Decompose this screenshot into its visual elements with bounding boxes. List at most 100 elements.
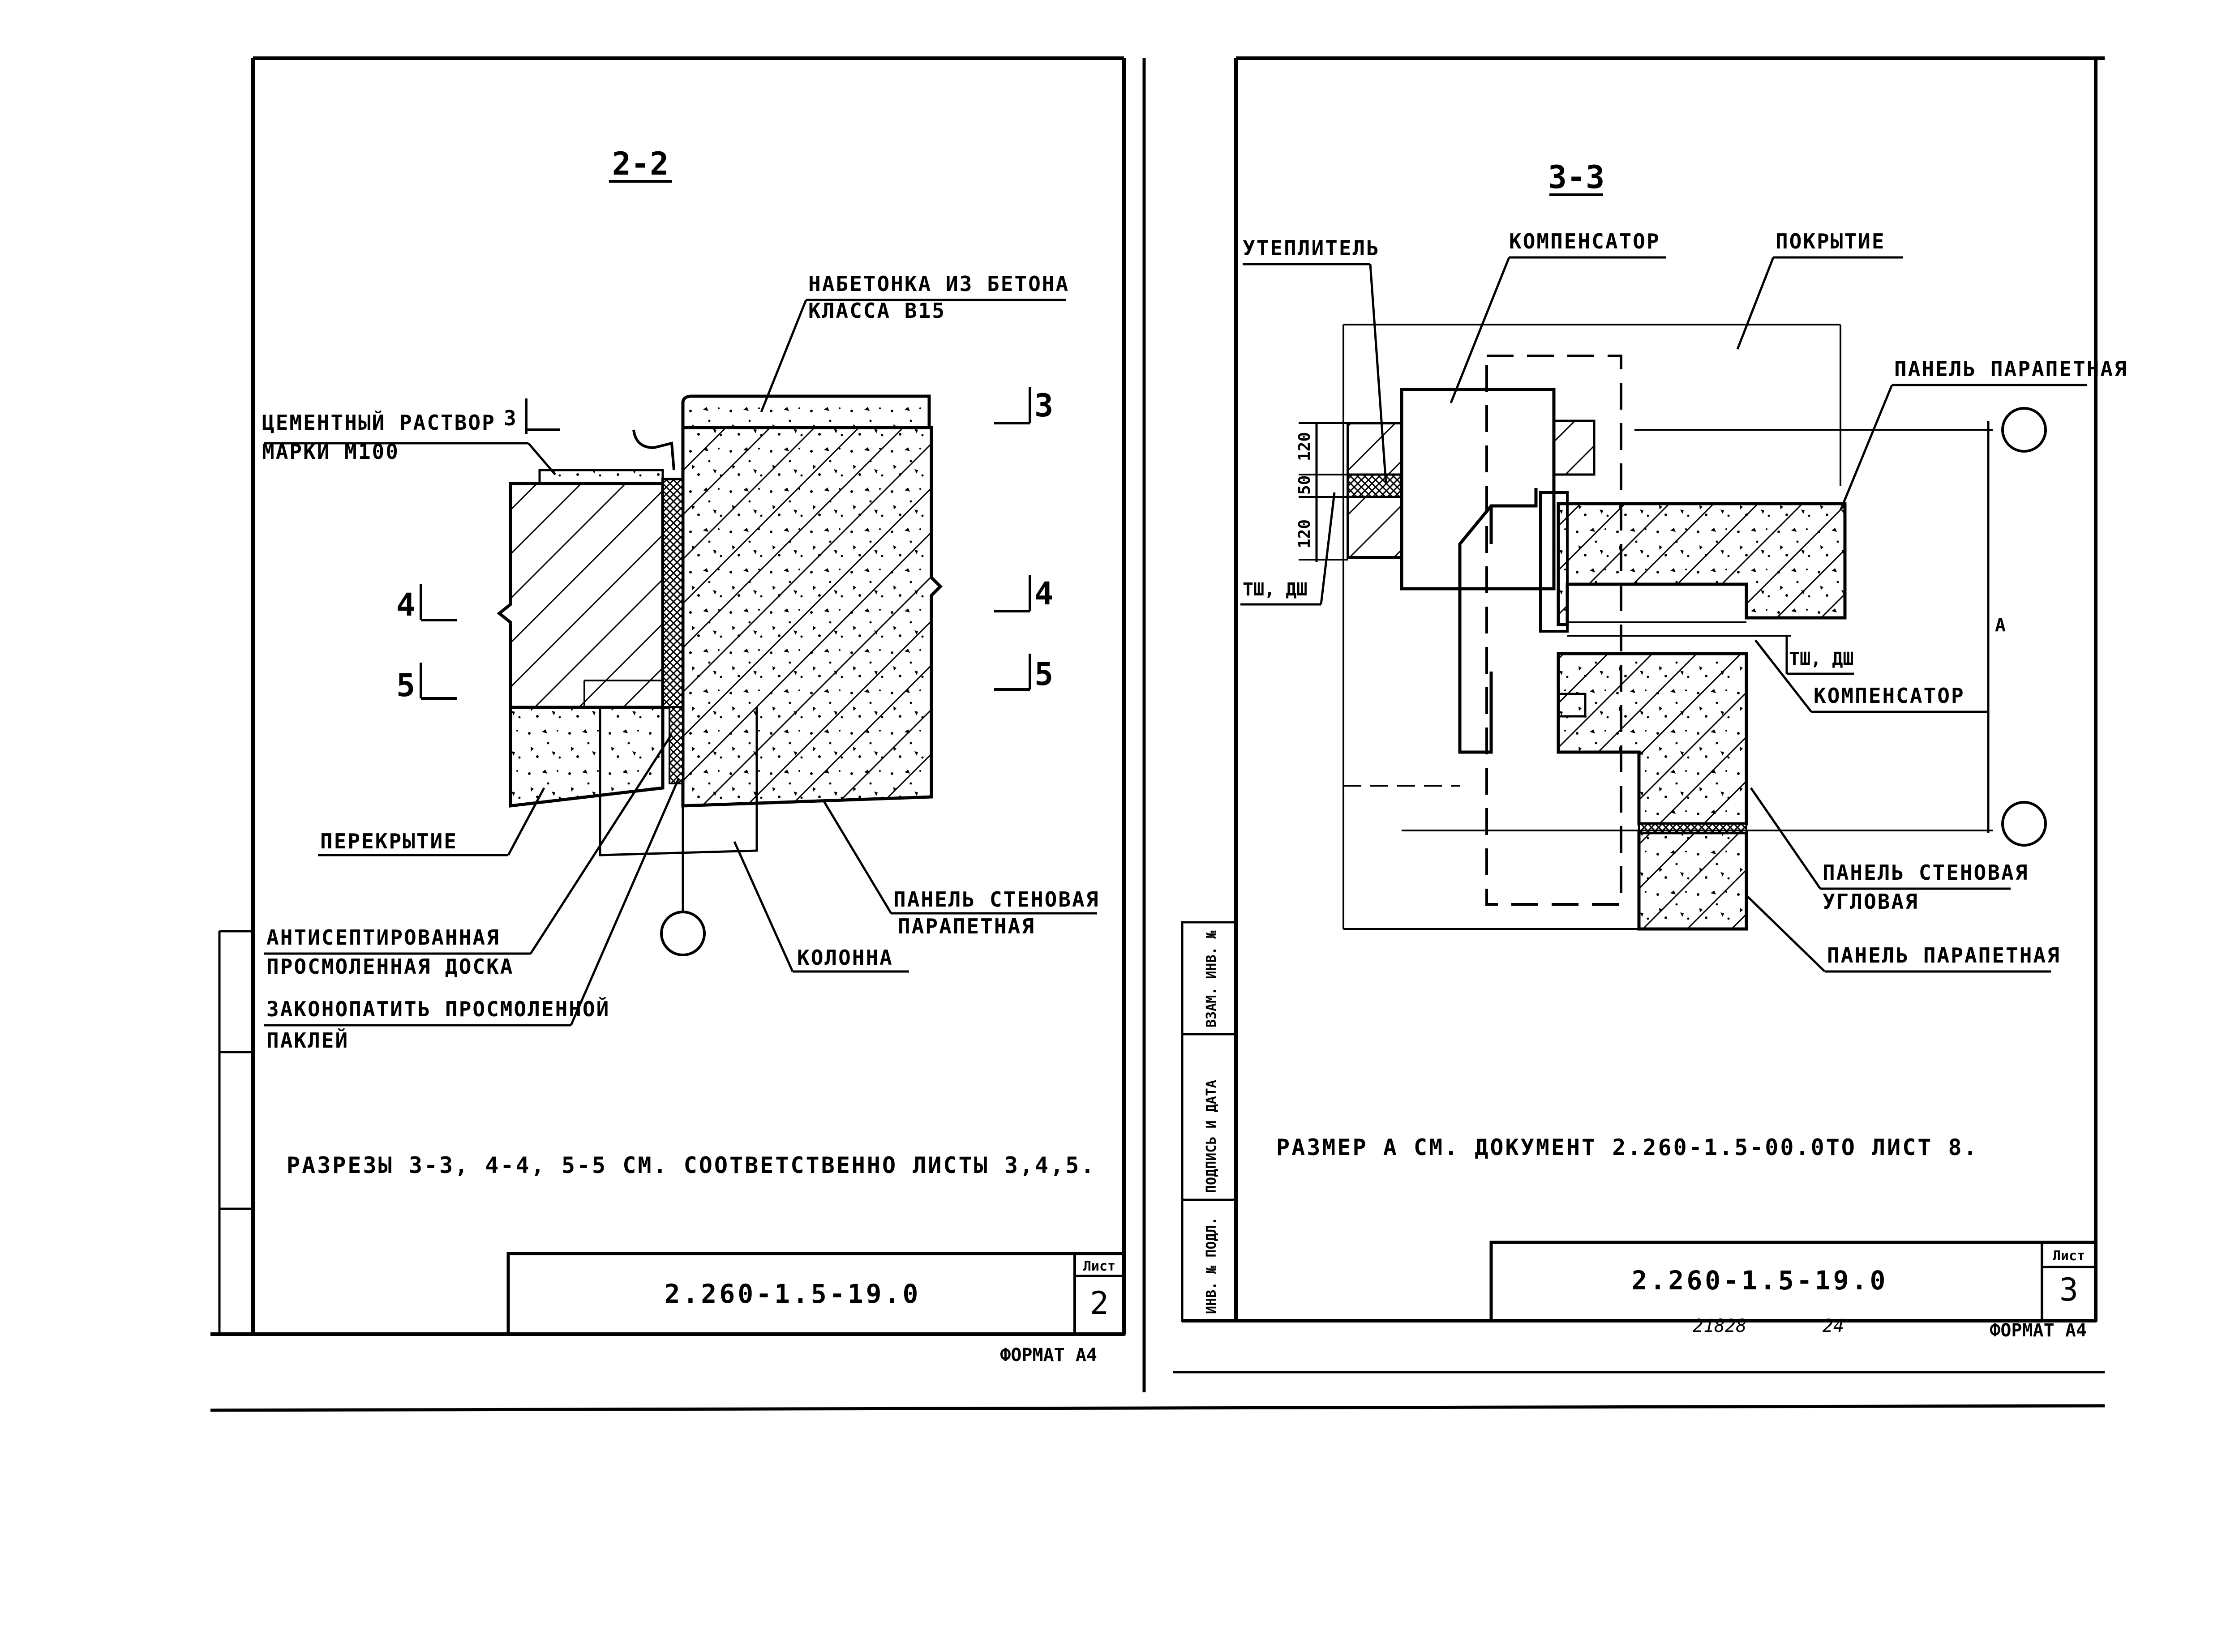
right-doc-code: 2.260-1.5-19.0 bbox=[1632, 1265, 1888, 1296]
leader-antisept bbox=[529, 733, 673, 954]
leader-kompensator-mid bbox=[1754, 639, 1812, 713]
dimension-120-top: 120 bbox=[1295, 432, 1314, 461]
label-cement-1: ЦЕМЕНТНЫЙ РАСТВОР bbox=[262, 411, 496, 435]
svg-text:3: 3 bbox=[1034, 387, 1053, 424]
leader-kompensator-top bbox=[1450, 257, 1510, 403]
svg-text:4: 4 bbox=[1034, 575, 1053, 612]
leader-pokrytie bbox=[1736, 257, 1775, 350]
left-sheet: 2-2 3 3 bbox=[210, 56, 1126, 1365]
left-sheet-number: 2 bbox=[1090, 1285, 1109, 1322]
pokrytie-outline bbox=[1343, 324, 1841, 486]
stamp-label-inv: ИНВ. № ПОДЛ. bbox=[1204, 1217, 1219, 1314]
left-title-block bbox=[506, 1252, 1126, 1336]
stamp-label-vzam: ВЗАМ. ИНВ. № bbox=[1204, 930, 1219, 1027]
label-kompensator-top: КОМПЕНСАТОР bbox=[1509, 229, 1660, 253]
leader-nabetonka bbox=[760, 300, 807, 412]
cut-mark-3-left: 3 bbox=[504, 398, 560, 434]
cut-mark-4-left: 4 bbox=[396, 584, 457, 623]
leader-cement bbox=[528, 442, 556, 475]
label-panel-uglovaya-2: УГЛОВАЯ bbox=[1823, 890, 1919, 914]
axis-marker-bottom bbox=[2001, 801, 2047, 847]
flashing-strip bbox=[632, 429, 675, 471]
label-panel-1: ПАНЕЛЬ СТЕНОВАЯ bbox=[893, 887, 1099, 912]
parapet-panel-bottom-concrete bbox=[1639, 833, 1746, 929]
leader-zakonopatit bbox=[570, 779, 680, 1026]
wall-block-left bbox=[497, 482, 665, 709]
label-kompensator-mid: КОМПЕНСАТОР bbox=[1814, 684, 1965, 708]
svg-text:5: 5 bbox=[396, 667, 415, 704]
label-perekrytie: ПЕРЕКРЫТИЕ bbox=[320, 829, 458, 853]
leader-panel-parapet-bottom bbox=[1746, 894, 1826, 972]
label-cement-2: МАРКИ М100 bbox=[262, 440, 399, 464]
bottom-number-1: 21828 bbox=[1693, 1316, 1746, 1336]
right-sheet-label: Лист bbox=[2053, 1248, 2085, 1264]
leader-panel-parapet-top bbox=[1839, 385, 1893, 511]
right-title-block bbox=[1489, 1241, 2097, 1322]
insulation-strip bbox=[1347, 473, 1403, 498]
concrete-topping bbox=[681, 394, 931, 429]
right-stamp-column bbox=[1181, 921, 1237, 1322]
leader-panel-uglovaya bbox=[1750, 787, 1822, 890]
leader-panel bbox=[823, 800, 892, 914]
stamp-label-signature: ПОДПИСЬ И ДАТА bbox=[1204, 1080, 1219, 1193]
resin-board bbox=[661, 478, 684, 709]
label-antisept-2: ПРОСМОЛЕННАЯ ДОСКА bbox=[266, 954, 514, 979]
axis-marker-top bbox=[2001, 407, 2047, 453]
anchor-small bbox=[1557, 693, 1587, 718]
parapet-panel-concrete bbox=[683, 428, 931, 806]
cut-mark-4-right: 4 bbox=[994, 575, 1053, 612]
floor-slab bbox=[509, 706, 665, 808]
label-pokrytie: ПОКРЫТИЕ bbox=[1776, 229, 1886, 253]
left-note: РАЗРЕЗЫ 3-3, 4-4, 5-5 СМ. СООТВЕТСТВЕННО… bbox=[287, 1152, 1096, 1178]
right-sheet-number: 3 bbox=[2059, 1271, 2078, 1308]
parapet-panel-top-concrete bbox=[1558, 504, 1845, 625]
bottom-number-2: 24 bbox=[1823, 1316, 1844, 1336]
cut-mark-3-right: 3 bbox=[994, 387, 1053, 424]
left-doc-code: 2.260-1.5-19.0 bbox=[665, 1279, 921, 1309]
leader-tsh-left bbox=[1320, 492, 1336, 605]
dimension-120-bottom: 120 bbox=[1295, 519, 1314, 548]
svg-text:3: 3 bbox=[504, 406, 518, 430]
label-panel-parapet-bottom: ПАНЕЛЬ ПАРАПЕТНАЯ bbox=[1827, 943, 2061, 967]
leader-perekrytie bbox=[507, 787, 545, 856]
right-sheet: ИНВ. № ПОДЛ. ПОДПИСЬ И ДАТА ВЗАМ. ИНВ. №… bbox=[1181, 56, 2128, 1341]
label-kolonna: КОЛОННА bbox=[797, 946, 893, 970]
bottom-rule bbox=[210, 1404, 2105, 1412]
label-zakonopatit-1: ЗАКОНОПАТИТЬ ПРОСМОЛЕННОЙ bbox=[266, 997, 610, 1021]
label-nabetonka-2: КЛАССА В15 bbox=[808, 299, 946, 323]
compensator-block bbox=[1400, 388, 1556, 591]
cut-mark-5-left: 5 bbox=[396, 663, 457, 704]
corner-wall-panel-concrete bbox=[1558, 654, 1746, 824]
caulked-gap bbox=[669, 706, 684, 784]
dimension-50: 50 bbox=[1295, 475, 1314, 495]
dimension-a-label: А bbox=[1995, 615, 2006, 636]
column-outline bbox=[599, 707, 758, 856]
left-format: ФОРМАТ А4 bbox=[1000, 1345, 1097, 1365]
column-outline bbox=[583, 680, 663, 707]
right-format: ФОРМАТ А4 bbox=[1990, 1320, 2087, 1341]
svg-text:5: 5 bbox=[1034, 656, 1053, 693]
label-zakonopatit-2: ПАКЛЕЙ bbox=[266, 1028, 349, 1053]
label-antisept-1: АНТИСЕПТИРОВАННАЯ bbox=[266, 925, 500, 950]
label-panel-2: ПАРАПЕТНАЯ bbox=[898, 914, 1035, 938]
leader-uteplitel bbox=[1369, 264, 1387, 484]
leader-kolonna bbox=[733, 841, 794, 972]
right-note: РАЗМЕР А СМ. ДОКУМЕНТ 2.260-1.5-00.0ТО Л… bbox=[1276, 1134, 1979, 1160]
label-panel-uglovaya-1: ПАНЕЛЬ СТЕНОВАЯ bbox=[1823, 860, 2029, 885]
label-nabetonka-1: НАБЕТОНКА ИЗ БЕТОНА bbox=[808, 272, 1069, 296]
label-tsh-dsh-left: ТШ, ДШ bbox=[1243, 579, 1308, 600]
right-section-title: 3-3 bbox=[1548, 159, 1604, 196]
anchor-small bbox=[1553, 419, 1596, 476]
svg-text:4: 4 bbox=[396, 586, 415, 623]
compensator-profile bbox=[1458, 589, 1493, 754]
cut-mark-5-right: 5 bbox=[994, 654, 1053, 693]
cement-mortar-layer bbox=[538, 469, 664, 485]
left-section-title: 2-2 bbox=[612, 146, 669, 182]
label-panel-parapet-top: ПАНЕЛЬ ПАРАПЕТНАЯ bbox=[1894, 357, 2128, 381]
compensator-profile bbox=[1402, 488, 1538, 591]
left-sheet-label: Лист bbox=[1083, 1258, 1115, 1274]
label-tsh-dsh-right: ТШ, ДШ bbox=[1789, 649, 1854, 669]
label-uteplitel: УТЕПЛИТЕЛЬ bbox=[1243, 236, 1380, 260]
